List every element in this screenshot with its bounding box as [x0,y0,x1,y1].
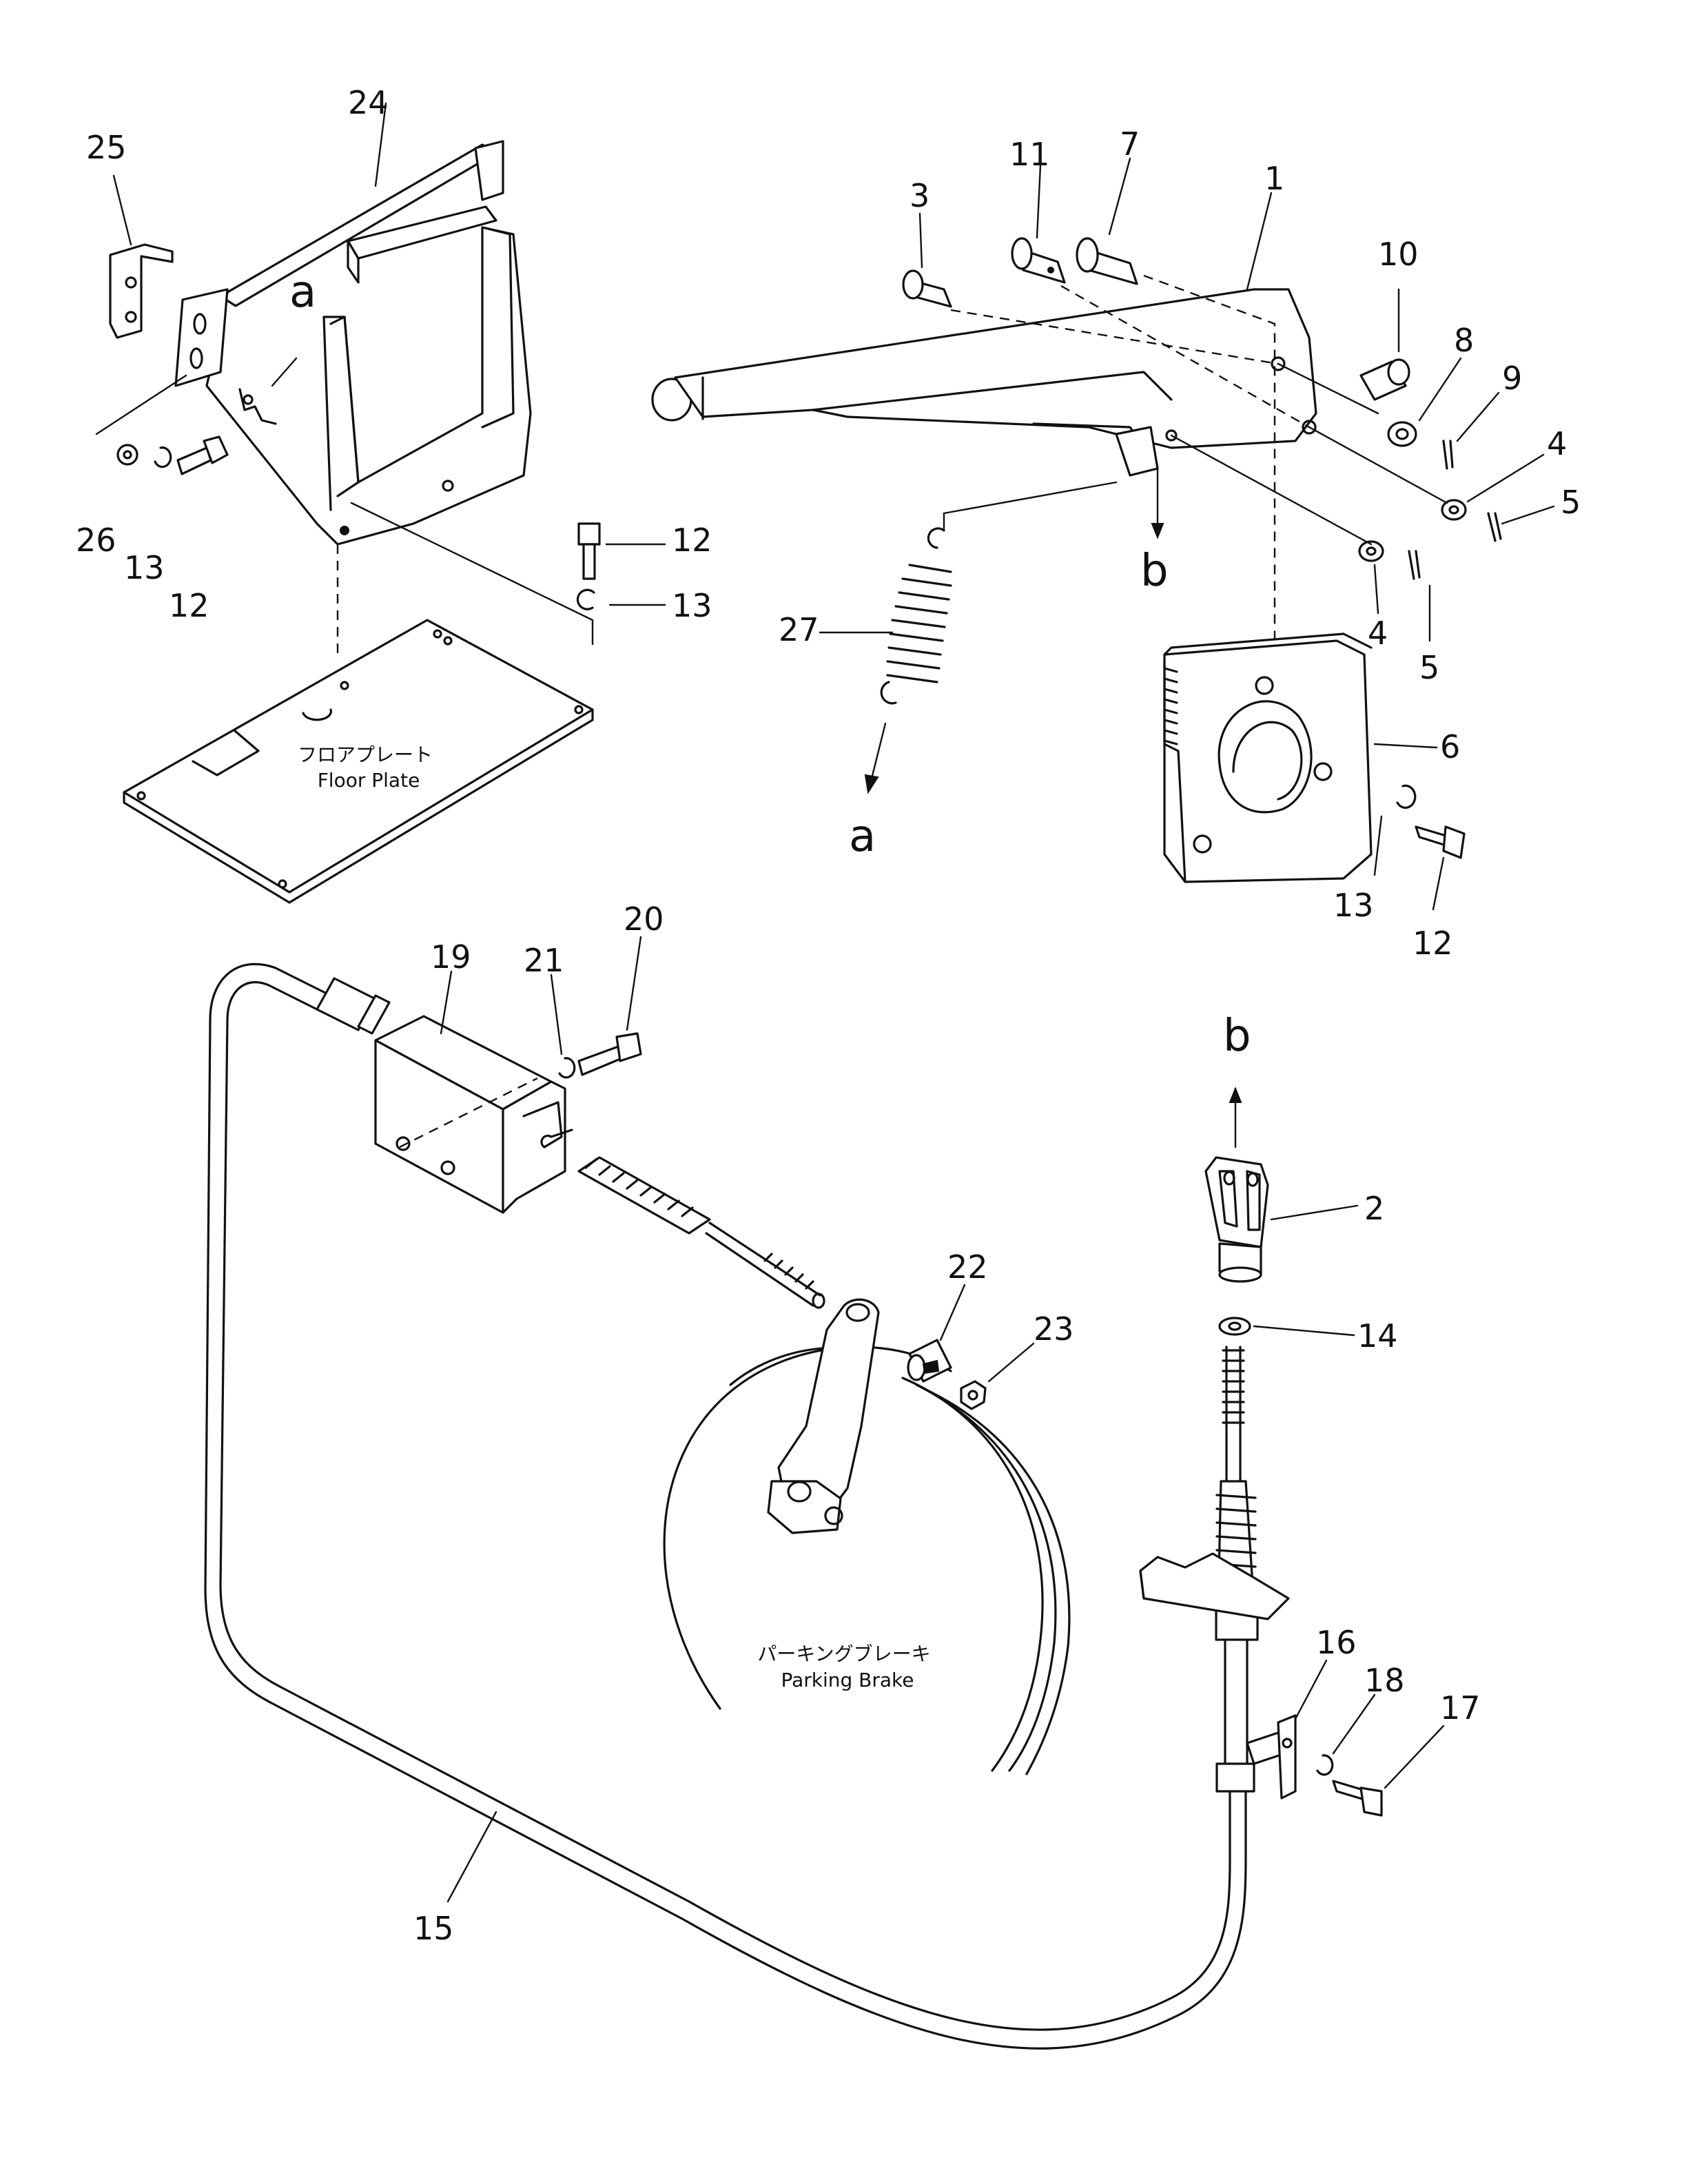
callout-26: 26 [76,522,116,559]
callout-17: 17 [1440,1689,1481,1727]
callout-12-bracket: 12 [672,522,712,559]
brake-arm [767,1298,880,1534]
adjust-parts [907,1284,1035,1410]
callout-21: 21 [524,942,564,979]
callout-3: 3 [910,177,929,214]
callout-15: 15 [413,1910,454,1947]
callout-1: 1 [1264,160,1284,197]
callout-10: 10 [1378,236,1419,273]
callout-22: 22 [947,1248,988,1286]
bracket-fasteners [550,936,642,1079]
callout-14: 14 [1357,1317,1398,1354]
parking-brake-label-en: Parking Brake [781,1669,914,1691]
callout-6: 6 [1440,728,1460,765]
fasteners-left [116,435,229,475]
brake-cable-15 [204,962,1247,2050]
callout-25: 25 [86,129,127,166]
cable-threaded-rod [577,1156,825,1309]
pins [902,157,1138,308]
fasteners-right [1373,784,1466,911]
ratchet-plate-6 [1163,632,1438,883]
callout-5-top: 5 [1561,484,1581,521]
parking-brake-drum: パーキングブレーキ Parking Brake [663,1346,1071,1775]
callout-18: 18 [1364,1662,1405,1699]
cable-clevis [1204,1086,1359,1337]
callout-16: 16 [1316,1624,1357,1661]
floor-plate-label-jp: フロアプレート [298,743,433,766]
ref-a-spring: a [849,811,876,862]
floor-plate: フロアプレート Floor Plate [123,619,594,904]
cable-mount-bracket [1139,1552,1290,1620]
callout-23: 23 [1034,1310,1074,1348]
callout-12-right: 12 [1412,925,1453,962]
ref-b-clevis: b [1223,1011,1251,1062]
clamp-fasteners [1316,1693,1445,1817]
callout-13-left: 13 [124,549,165,586]
callout-labels: 1 2 3 4 4 5 5 6 7 8 9 10 11 12 12 12 13 … [76,84,1581,1947]
callout-13-right: 13 [1333,887,1374,924]
callout-5-bottom: 5 [1419,649,1439,686]
callout-12-left: 12 [169,587,209,624]
callout-4-bottom: 4 [1368,615,1388,652]
bracket-assembly [95,102,594,658]
floor-plate-label-en: Floor Plate [318,769,420,792]
fasteners-bracket-right [576,522,666,610]
callout-9: 9 [1502,360,1522,397]
ref-b-lever: b [1140,546,1169,597]
cable-clamp-16 [1246,1659,1328,1800]
return-spring-27 [819,512,952,794]
reference-letters: a a b b [289,267,1251,1062]
callout-7: 7 [1120,125,1140,163]
ref-a-bracket: a [289,267,316,318]
callout-27: 27 [779,611,819,648]
callout-19: 19 [431,938,471,976]
lever-small-parts [1358,288,1555,642]
bracket-25 [109,174,174,339]
callout-20: 20 [624,900,664,938]
parking-brake-label-jp: パーキングブレーキ [757,1642,930,1665]
callout-8: 8 [1454,322,1474,359]
cable-end-fitting [316,977,391,1035]
cable-bracket-19 [374,970,573,1214]
callout-24: 24 [348,84,389,121]
brake-lever [651,192,1448,675]
callout-13-bracket: 13 [672,587,712,624]
callout-4-top: 4 [1547,425,1567,462]
callout-2: 2 [1364,1190,1384,1227]
callout-11: 11 [1009,136,1050,173]
